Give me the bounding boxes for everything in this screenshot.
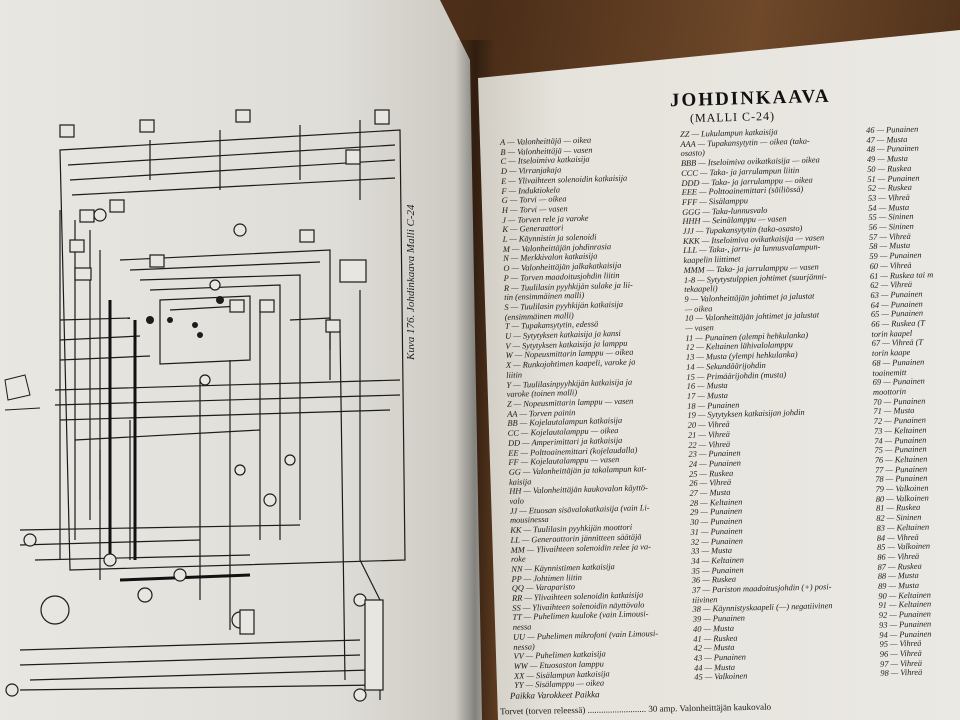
legend-entry: 98 — Vihreä — [880, 668, 923, 679]
page-subtitle: (MALLI C-24) — [689, 108, 776, 126]
left-page: Kuva 176. Johdinkaava Malli C-24 — [0, 0, 482, 720]
legend-entry: 66 — Ruskea (T — [871, 318, 926, 329]
right-page — [478, 30, 960, 720]
fuse-table-header: Paikka Varokkeet Paikka — [509, 689, 600, 701]
page-title: JOHDINKAAVA — [669, 85, 831, 112]
wiring-diagram — [4, 109, 406, 702]
